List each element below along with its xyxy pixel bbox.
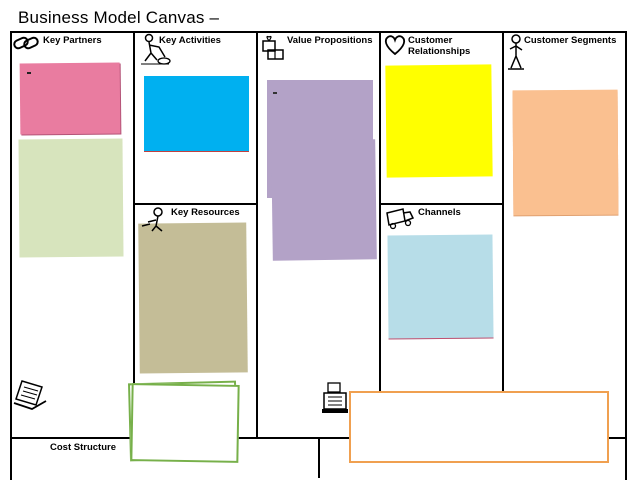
divider-activities-resources [133,203,258,205]
customer-relationships-label: Customer Relationships [408,35,470,57]
divider-relationships-segments [502,31,504,439]
outline-note-green-front[interactable] [130,383,240,463]
person-digging-icon [139,33,171,67]
note-mark [27,72,31,74]
value-propositions-label: Value Propositions [287,35,373,46]
outline-note-orange[interactable] [349,391,609,463]
divider-relationships-channels [379,203,504,205]
divider-cost-revenue [318,437,320,478]
sticky-note-purple-front[interactable] [271,139,377,261]
key-resources-label: Key Resources [171,207,240,218]
key-activities-label: Key Activities [159,35,221,46]
divider-activities-value [256,31,258,439]
customer-relationships-label-line1: Customer [408,35,453,46]
sticky-note-orange[interactable] [512,89,619,216]
delivery-truck-icon [384,207,416,231]
note-mark [273,92,277,94]
divider-partners-activities [133,31,135,439]
sticky-note-light-blue[interactable] [387,234,494,340]
heart-icon [383,34,407,56]
sticky-note-light-green[interactable] [18,138,124,258]
canvas-frame [10,31,627,480]
customer-relationships-label-line2: Relationships [408,46,471,57]
customer-segments-label: Customer Segments [524,35,617,46]
chain-link-icon [12,33,40,53]
person-icon [507,34,525,72]
channels-label: Channels [418,207,461,218]
worker-icon [140,206,170,232]
key-partners-label: Key Partners [43,35,102,46]
cash-register-icon [320,379,350,415]
sticky-note-yellow[interactable] [385,64,493,178]
sticky-note-pink[interactable] [19,62,121,135]
divider-value-relationships [379,31,381,439]
sticky-note-tan[interactable] [138,222,248,374]
sticky-note-blue[interactable] [144,76,249,152]
page-title: Business Model Canvas – [18,8,220,27]
receipt-icon [12,379,48,411]
gift-boxes-icon [260,33,286,61]
cost-structure-label: Cost Structure [50,442,116,453]
